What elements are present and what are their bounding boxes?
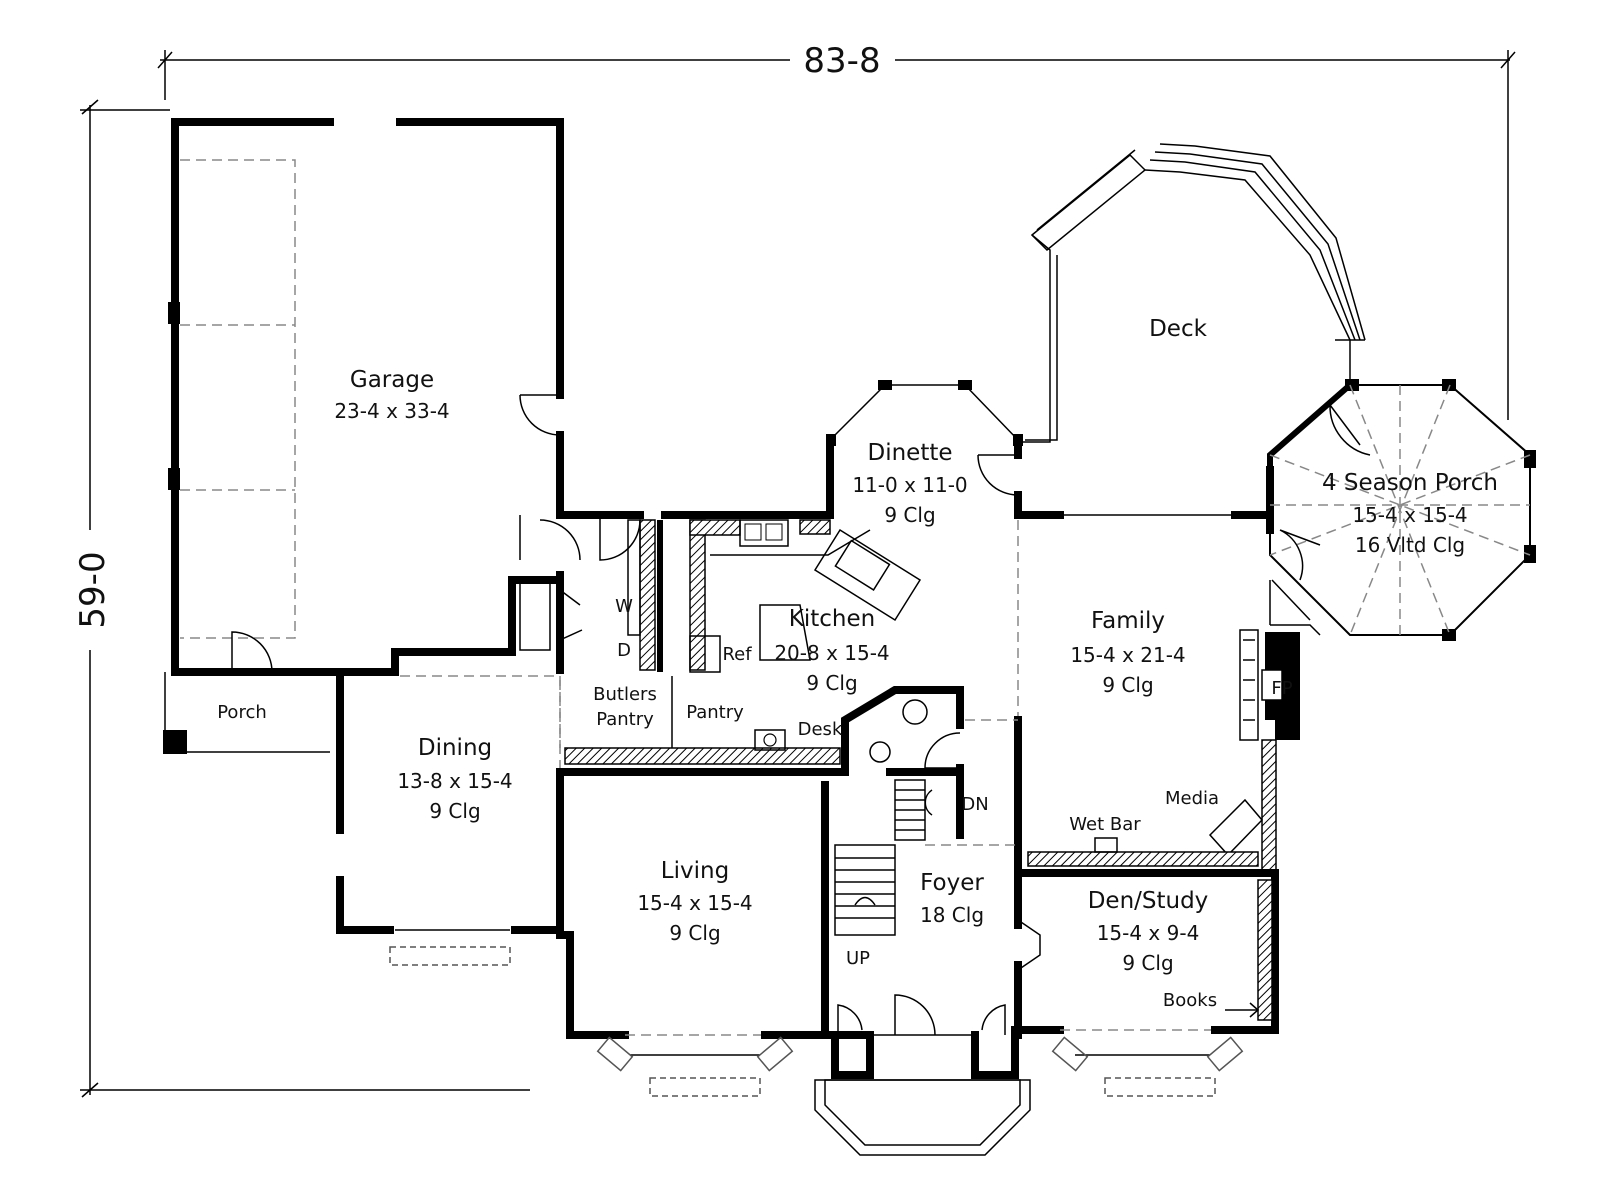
washer-label: W <box>615 596 633 617</box>
dinette-name: Dinette <box>867 440 952 466</box>
garage-name: Garage <box>350 367 434 393</box>
depth-dimension: 59-0 <box>73 551 113 628</box>
porch-name: Porch <box>217 702 267 723</box>
kitchen-size: 20-8 x 15-4 <box>774 641 889 665</box>
dinette-walls <box>826 380 1023 720</box>
den-walls <box>1011 869 1279 1097</box>
wet-bar-label: Wet Bar <box>1069 814 1141 835</box>
butlers-pantry-label: Pantry <box>596 709 654 730</box>
living-walls <box>556 768 829 1097</box>
den-ceiling: 9 Clg <box>1122 951 1173 975</box>
family-name: Family <box>1091 608 1165 634</box>
dining-ceiling: 9 Clg <box>429 799 480 823</box>
books-label: Books <box>1163 990 1217 1011</box>
service-area-walls <box>508 511 729 748</box>
dining-name: Dining <box>418 735 492 761</box>
den-name: Den/Study <box>1088 888 1209 914</box>
butlers-label: Butlers <box>593 684 657 705</box>
porch-outline <box>163 672 330 754</box>
foyer-walls <box>814 914 1041 1156</box>
foyer-name: Foyer <box>920 870 984 896</box>
season-porch-walls <box>1267 379 1536 641</box>
ref-label: Ref <box>722 644 752 665</box>
deck-name: Deck <box>1149 316 1208 342</box>
kitchen-name: Kitchen <box>789 606 875 632</box>
desk-label: Desk <box>798 719 843 740</box>
core-walls <box>821 686 1018 1039</box>
media-label: Media <box>1165 788 1219 809</box>
dining-walls <box>326 648 564 966</box>
dryer-label: D <box>617 640 631 661</box>
living-ceiling: 9 Clg <box>669 921 720 945</box>
garage-size: 23-4 x 33-4 <box>334 399 449 423</box>
dinette-size: 11-0 x 11-0 <box>852 473 967 497</box>
living-name: Living <box>661 858 729 884</box>
fireplace-label: FP <box>1271 678 1292 699</box>
dimension-lines <box>80 50 1516 1098</box>
living-size: 15-4 x 15-4 <box>637 891 752 915</box>
family-size: 15-4 x 21-4 <box>1070 643 1185 667</box>
dining-size: 13-8 x 15-4 <box>397 769 512 793</box>
season-porch-size: 15-4 x 15-4 <box>1352 503 1467 527</box>
kitchen-ceiling: 9 Clg <box>806 671 857 695</box>
pantry-label: Pantry <box>686 702 744 723</box>
width-dimension: 83-8 <box>803 41 880 81</box>
family-ceiling: 9 Clg <box>1102 673 1153 697</box>
season-porch-name: 4 Season Porch <box>1322 470 1498 496</box>
deck-outline <box>1018 143 1366 443</box>
season-porch-ceiling: 16 Vltd Clg <box>1355 533 1465 557</box>
kitchen-walls <box>556 511 922 776</box>
stair-down-label: DN <box>961 794 988 815</box>
dinette-ceiling: 9 Clg <box>884 503 935 527</box>
family-walls <box>1014 466 1321 922</box>
stair-up-label: UP <box>846 948 870 969</box>
foyer-ceiling: 18 Clg <box>920 903 984 927</box>
garage-walls <box>168 118 564 676</box>
den-size: 15-4 x 9-4 <box>1097 921 1200 945</box>
